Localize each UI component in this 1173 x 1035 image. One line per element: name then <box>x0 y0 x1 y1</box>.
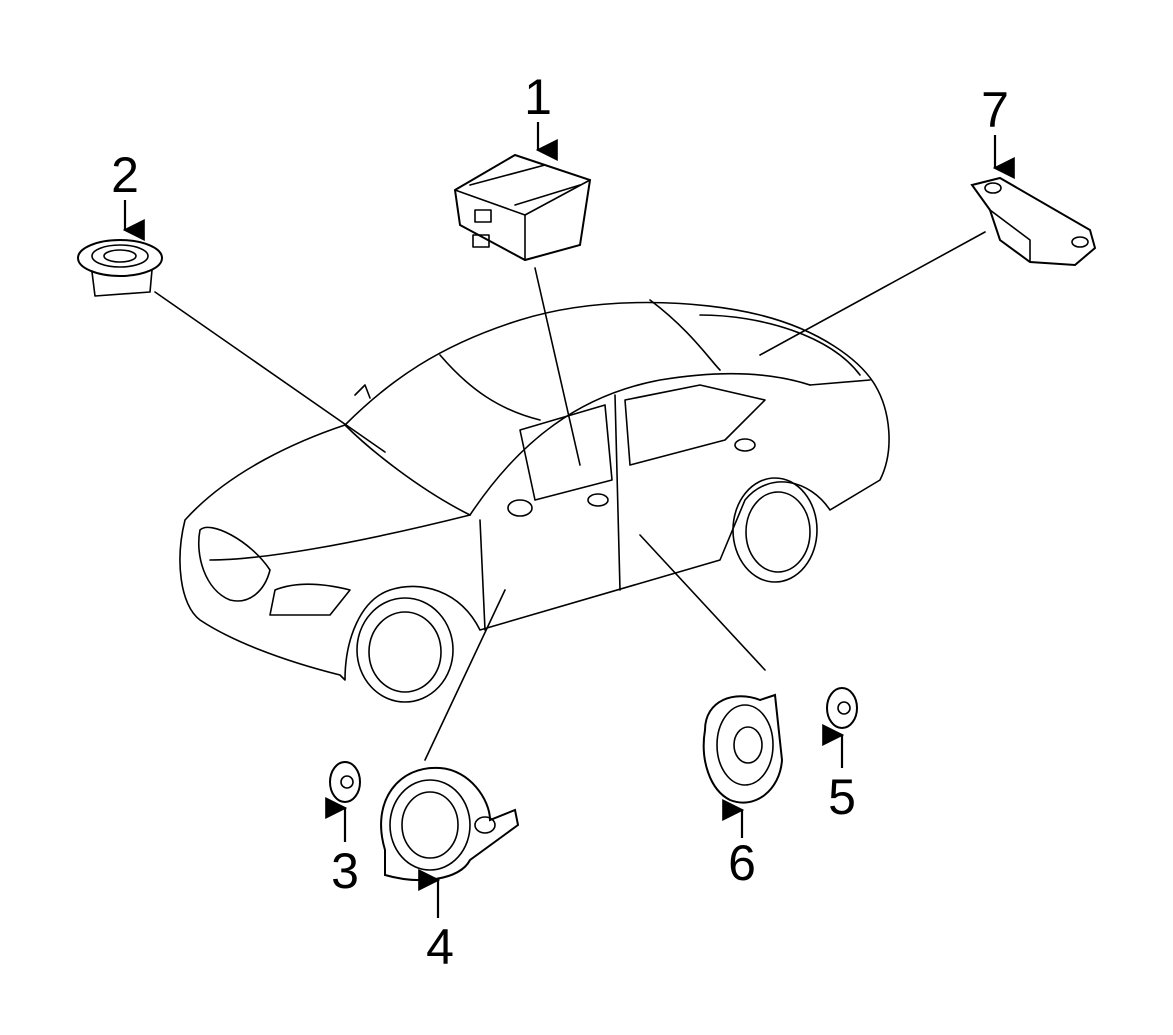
callout-2: 2 <box>111 147 139 203</box>
callout-7: 7 <box>981 82 1009 138</box>
part-4-speaker[interactable] <box>380 766 520 881</box>
callout-3: 3 <box>331 843 359 899</box>
callout-arrows <box>122 122 1015 918</box>
part-1-control-module[interactable] <box>453 153 592 262</box>
part-2-tweeter[interactable] <box>77 239 163 297</box>
callout-6: 6 <box>728 835 756 891</box>
part-6-speaker[interactable] <box>702 693 784 804</box>
callout-1: 1 <box>524 69 552 125</box>
leader-lines <box>154 231 986 761</box>
part-3-tweeter[interactable] <box>329 761 361 803</box>
mirror-icon <box>507 499 533 517</box>
callout-5: 5 <box>828 769 856 825</box>
car-outline <box>179 299 890 703</box>
callout-4: 4 <box>426 919 454 975</box>
part-5-tweeter[interactable] <box>826 687 858 729</box>
part-7-bracket[interactable] <box>970 176 1097 267</box>
